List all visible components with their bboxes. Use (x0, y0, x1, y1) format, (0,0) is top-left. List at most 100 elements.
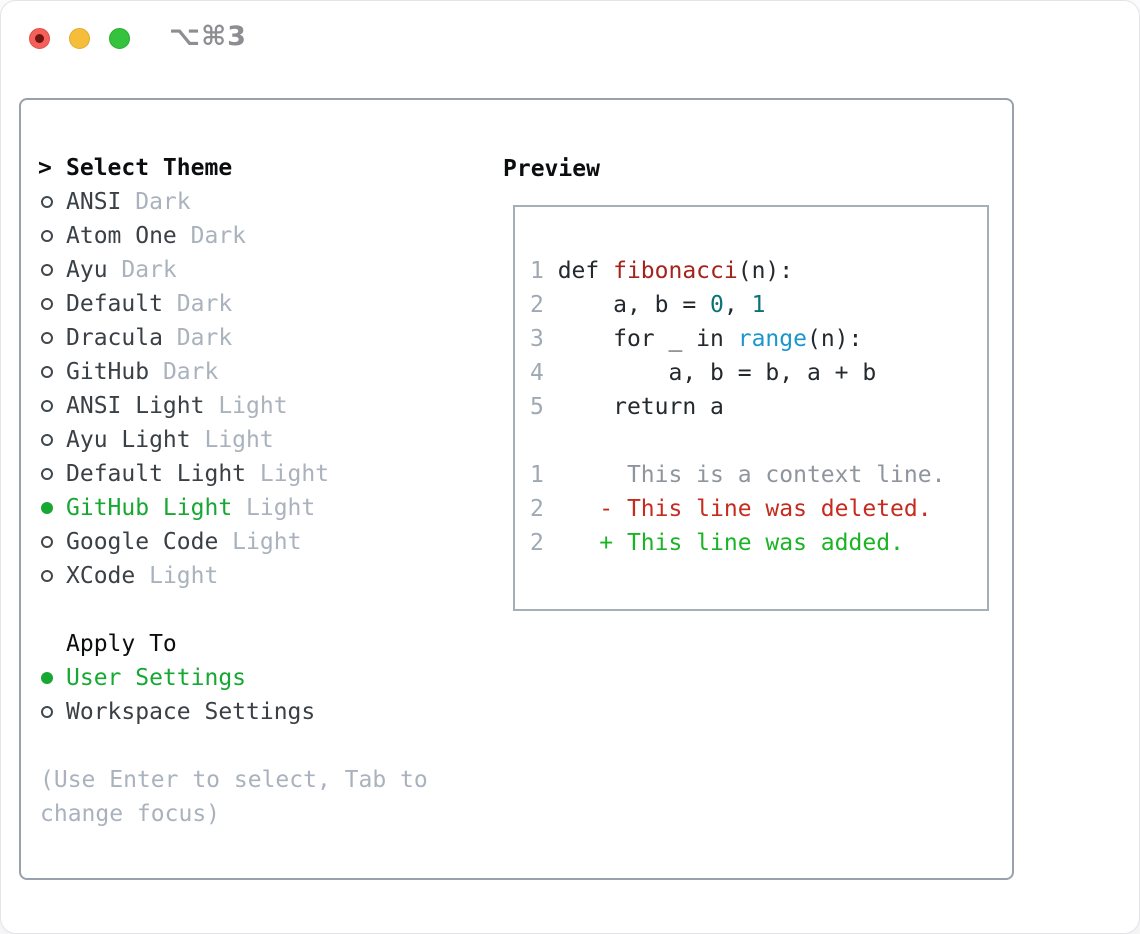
theme-variant-tag: Dark (107, 257, 177, 283)
apply-to-option[interactable]: User Settings (38, 661, 460, 695)
code-segment-ctx: This is a context line. (557, 462, 946, 488)
theme-option[interactable]: ANSI Light Light (38, 389, 460, 423)
preview-line (530, 424, 977, 458)
radio-marker (38, 219, 66, 253)
code-segment-ln: 3 (530, 326, 558, 352)
preview-line: 4 a, b = b, a + b (530, 356, 977, 390)
radio-marker (38, 491, 66, 525)
theme-option[interactable]: XCode Light (38, 559, 460, 593)
theme-name: Ayu Light (66, 427, 191, 453)
theme-name: Atom One (66, 223, 177, 249)
theme-name: Ayu (66, 257, 108, 283)
spacer (38, 593, 460, 627)
preview-line: 2 a, b = 0, 1 (530, 288, 977, 322)
radio-icon (41, 264, 53, 276)
preview-line: 1 This is a context line. (530, 458, 977, 492)
spacer (38, 729, 460, 763)
theme-variant-tag: Light (190, 427, 274, 453)
window-title: ⌥⌘3 (169, 21, 247, 52)
code-segment-ln: 1 (530, 462, 558, 488)
radio-icon (41, 366, 53, 378)
theme-variant-tag: Dark (162, 325, 233, 351)
code-segment-code: (n): (806, 326, 863, 352)
preview-title: Preview (503, 156, 600, 182)
select-theme-title: Select Theme (66, 155, 233, 181)
prompt-marker-icon: > (38, 155, 52, 181)
apply-to-header: Apply To (66, 631, 177, 657)
radio-marker (38, 389, 66, 423)
radio-icon (41, 570, 53, 582)
radio-icon (41, 230, 53, 242)
code-segment-ln: 1 (530, 258, 558, 284)
radio-icon (41, 468, 53, 480)
radio-marker (38, 287, 66, 321)
theme-option[interactable]: GitHub Dark (38, 355, 460, 389)
theme-variant-tag: Light (232, 495, 316, 521)
radio-marker (38, 321, 66, 355)
close-button[interactable] (29, 28, 50, 49)
code-segment-code: a, b = b, a + b (557, 360, 877, 386)
radio-icon (41, 332, 53, 344)
minimize-button[interactable] (69, 28, 90, 49)
theme-name: XCode (66, 563, 136, 589)
code-segment-num: 1 (751, 292, 766, 318)
theme-name: ANSI Light (66, 393, 205, 419)
radio-icon (41, 298, 53, 310)
code-segment-code: return a (557, 394, 724, 420)
theme-variant-tag: Dark (162, 291, 233, 317)
radio-icon (41, 400, 53, 412)
radio-marker (38, 559, 66, 593)
zoom-button[interactable] (109, 28, 130, 49)
theme-name: Default Light (66, 461, 247, 487)
theme-variant-tag: Light (135, 563, 219, 589)
radio-marker (38, 457, 66, 491)
code-segment-code: for _ in (557, 326, 738, 352)
theme-name: ANSI (66, 189, 122, 215)
theme-name: Default (66, 291, 163, 317)
radio-icon (41, 196, 53, 208)
select-theme-header: > Select Theme (38, 151, 460, 185)
theme-name: GitHub Light (66, 495, 233, 521)
code-segment-ln: 5 (530, 394, 558, 420)
preview-box: 1 def fibonacci(n):2 a, b = 0, 1 3 for _ … (513, 205, 989, 611)
code-segment-code: (n): (737, 258, 794, 284)
preview-line: 1 def fibonacci(n): (530, 254, 977, 288)
radio-icon (41, 706, 53, 718)
theme-variant-tag: Dark (149, 359, 219, 385)
apply-to-name: User Settings (66, 665, 247, 691)
theme-option[interactable]: Ayu Light Light (38, 423, 460, 457)
code-segment-builtin: range (737, 326, 807, 352)
theme-variant-tag: Light (204, 393, 288, 419)
code-segment-func: fibonacci (613, 258, 738, 284)
theme-option[interactable]: Dracula Dark (38, 321, 460, 355)
theme-option[interactable]: Atom One Dark (38, 219, 460, 253)
code-segment-num: 0 (710, 292, 724, 318)
radio-marker (38, 695, 66, 729)
radio-icon (41, 434, 53, 446)
theme-variant-tag: Dark (121, 189, 191, 215)
radio-marker (38, 355, 66, 389)
help-text: (Use Enter to select, Tab to change focu… (40, 767, 428, 827)
theme-option[interactable]: Google Code Light (38, 525, 460, 559)
theme-variant-tag: Dark (176, 223, 247, 249)
theme-option[interactable]: Default Light Light (38, 457, 460, 491)
traffic-lights (29, 28, 130, 49)
radio-icon (41, 536, 53, 548)
radio-selected-icon (41, 672, 53, 684)
theme-name: Google Code (66, 529, 219, 555)
preview-line: 2 + This line was added. (530, 526, 977, 560)
preview-lines: 1 def fibonacci(n):2 a, b = 0, 1 3 for _ … (530, 254, 977, 560)
preview-line: 2 - This line was deleted. (530, 492, 977, 526)
theme-option[interactable]: ANSI Dark (38, 185, 460, 219)
theme-option[interactable]: GitHub Light Light (38, 491, 460, 525)
close-dot-icon (35, 34, 44, 43)
theme-option[interactable]: Ayu Dark (38, 253, 460, 287)
preview-line: 5 return a (530, 390, 977, 424)
radio-marker (38, 423, 66, 457)
theme-option[interactable]: Default Dark (38, 287, 460, 321)
radio-selected-icon (41, 502, 53, 514)
apply-to-option[interactable]: Workspace Settings (38, 695, 460, 729)
